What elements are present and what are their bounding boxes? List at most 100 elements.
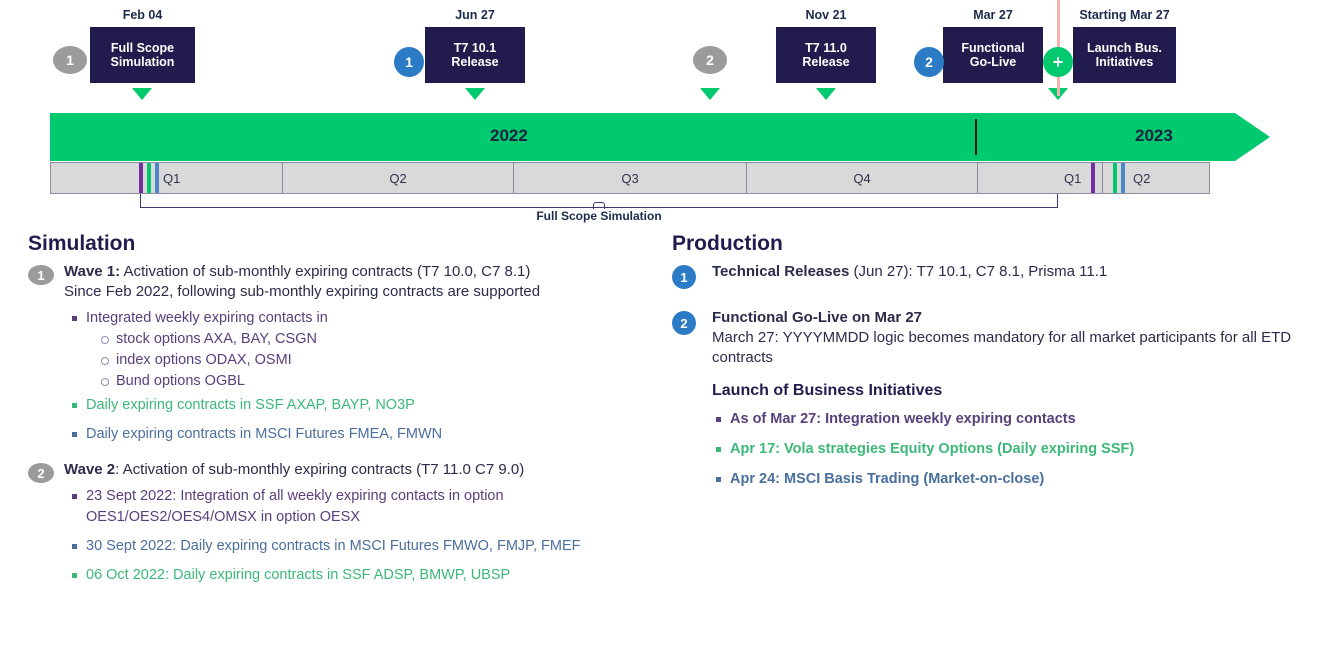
milestone-box[interactable]: T7 10.1 Release: [425, 27, 525, 83]
bracket-right-tick: [1057, 194, 1058, 208]
simulation-column: Simulation 1 Wave 1: Activation of sub-m…: [28, 232, 668, 587]
quarter-label: Q3: [621, 170, 639, 186]
quarter-2022-q4[interactable]: Q4: [747, 163, 978, 193]
milestone-date: Mar 27: [973, 8, 1013, 22]
stripe-blue: [155, 163, 159, 193]
year-arrow-bar: 2022 2023: [50, 113, 1270, 161]
milestone-label-line1: Launch Bus.: [1086, 41, 1162, 55]
timeline-diagram: Feb 04 1 Full Scope Simulation Jun 27 1 …: [0, 0, 1320, 228]
year-bar-body: [50, 113, 1235, 161]
list-item: 30 Sept 2022: Daily expiring contracts i…: [72, 536, 668, 557]
bracket-label: Full Scope Simulation: [536, 209, 662, 223]
stripe-purple: [139, 163, 143, 193]
stripe-purple: [1091, 163, 1095, 193]
technical-releases-rest: (Jun 27): T7 10.1, C7 8.1, Prisma 11.1: [849, 263, 1108, 280]
milestone-date: Starting Mar 27: [1079, 8, 1170, 22]
initiative-text: Apr 24: MSCI Basis Trading (Market-on-cl…: [730, 471, 1045, 487]
wave-2-lead-bold: Wave 2: [64, 461, 116, 478]
milestone-box[interactable]: Full Scope Simulation: [90, 27, 195, 83]
list-item: Daily expiring contracts in MSCI Futures…: [72, 424, 668, 445]
bracket-center-notch: [593, 202, 605, 209]
milestone-label-line1: Full Scope: [110, 41, 175, 55]
go-live-detail: March 27: YYYYMMDD logic becomes mandato…: [712, 329, 1292, 366]
wave-1-sub-bullets: stock options AXA, BAY, CSGN index optio…: [86, 329, 668, 392]
milestone-label-line1: Functional: [961, 41, 1025, 55]
list-item: Daily expiring contracts in SSF AXAP, BA…: [72, 395, 668, 416]
quarter-label: Q1: [163, 170, 181, 186]
quarter-2023-q1[interactable]: Q1: [978, 163, 1103, 193]
production-item-2-text: Functional Go-Live on Mar 27 March 27: Y…: [712, 308, 1312, 368]
plus-connector-icon: +: [1043, 47, 1073, 77]
wave-2-lead-rest: : Activation of sub-monthly expiring con…: [115, 461, 525, 478]
initiative-text: As of Mar 27: Integration weekly expirin…: [730, 411, 1076, 427]
wave-1-block: 1 Wave 1: Activation of sub-monthly expi…: [28, 262, 668, 302]
go-live-bold: Functional Go-Live on Mar 27: [712, 309, 923, 326]
wave-1-lead-rest: Activation of sub-monthly expiring contr…: [120, 263, 531, 280]
milestone-box[interactable]: Functional Go-Live: [943, 27, 1043, 83]
milestone-date: Nov 21: [805, 8, 847, 22]
milestone-date: Feb 04: [122, 8, 163, 22]
list-item: index options ODAX, OSMI: [101, 350, 668, 371]
milestone-pointer-icon: [465, 88, 485, 100]
sub-bullet-text: index options ODAX, OSMI: [116, 352, 292, 368]
square-bullet-icon: [72, 573, 77, 578]
milestone-box[interactable]: Launch Bus. Initiatives: [1073, 27, 1176, 83]
milestone-label-line2: Go-Live: [969, 55, 1017, 69]
list-item: 23 Sept 2022: Integration of all weekly …: [72, 486, 668, 528]
stripe-green: [1113, 163, 1117, 193]
initiative-text: Apr 17: Vola strategies Equity Options (…: [730, 441, 1135, 457]
year-bar-arrow-tip-icon: [1235, 113, 1270, 161]
list-item: 06 Oct 2022: Daily expiring contracts in…: [72, 565, 668, 586]
bracket-left-tick: [140, 194, 141, 208]
milestone-box[interactable]: T7 11.0 Release: [776, 27, 876, 83]
wave-2-text: Wave 2: Activation of sub-monthly expiri…: [64, 460, 668, 480]
list-item: Bund options OGBL: [101, 371, 668, 392]
list-item: stock options AXA, BAY, CSGN: [101, 329, 668, 350]
production-item-2: 2 Functional Go-Live on Mar 27 March 27:…: [672, 308, 1312, 368]
quarter-label: Q2: [1133, 170, 1151, 186]
production-title: Production: [672, 232, 783, 255]
wave-2-block: 2 Wave 2: Activation of sub-monthly expi…: [28, 460, 668, 483]
quarters-bar: Q1 Q2 Q3 Q4 Q1 Q2: [50, 162, 1210, 194]
bullet-text: Daily expiring contracts in SSF AXAP, BA…: [86, 397, 415, 413]
quarter-2022-q1[interactable]: Q1: [51, 163, 283, 193]
year-divider: [975, 119, 977, 155]
quarter-2023-q2[interactable]: Q2: [1103, 163, 1209, 193]
milestone-badge-2: 2: [693, 46, 727, 74]
initiatives-heading: Launch of Business Initiatives: [712, 382, 943, 399]
quarter-2022-q2[interactable]: Q2: [283, 163, 514, 193]
year-label-2023: 2023: [1135, 126, 1173, 145]
list-item: Integrated weekly expiring contacts in s…: [72, 308, 668, 392]
list-item: Apr 17: Vola strategies Equity Options (…: [716, 434, 1312, 464]
wave-1-badge: 1: [28, 265, 54, 285]
bullet-text: 23 Sept 2022: Integration of all weekly …: [86, 488, 504, 525]
bullet-text: 06 Oct 2022: Daily expiring contracts in…: [86, 567, 511, 583]
wave-1-bullets: Integrated weekly expiring contacts in s…: [28, 308, 668, 445]
square-bullet-icon: [72, 544, 77, 549]
square-bullet-icon: [72, 316, 77, 321]
section-spacer: [672, 286, 1312, 308]
sub-bullet-text: Bund options OGBL: [116, 373, 245, 389]
milestone-badge-1: 1: [394, 47, 424, 77]
technical-releases-bold: Technical Releases: [712, 263, 850, 280]
section-spacer: [28, 446, 668, 460]
bullet-text: Integrated weekly expiring contacts in: [86, 310, 328, 326]
simulation-title: Simulation: [28, 232, 136, 255]
full-scope-bracket: [140, 194, 1058, 212]
milestone-pointer-icon: [700, 88, 720, 100]
production-badge-2: 2: [672, 311, 696, 335]
milestone-label-line2: Release: [451, 55, 499, 69]
milestone-label-line1: T7 10.1: [453, 41, 497, 55]
milestone-badge-1: 1: [53, 46, 87, 74]
year-label-2022: 2022: [490, 126, 528, 145]
production-item-1: 1 Technical Releases (Jun 27): T7 10.1, …: [672, 262, 1312, 289]
quarter-label: Q1: [1064, 170, 1082, 186]
milestone-date: Jun 27: [455, 8, 495, 22]
square-bullet-icon: [72, 403, 77, 408]
initiatives-list: As of Mar 27: Integration weekly expirin…: [672, 404, 1312, 494]
quarter-2022-q3[interactable]: Q3: [514, 163, 747, 193]
wave-1-lead-bold: Wave 1:: [64, 263, 121, 280]
list-item: Apr 24: MSCI Basis Trading (Market-on-cl…: [716, 464, 1312, 494]
square-bullet-icon: [72, 494, 77, 499]
list-item: As of Mar 27: Integration weekly expirin…: [716, 404, 1312, 434]
